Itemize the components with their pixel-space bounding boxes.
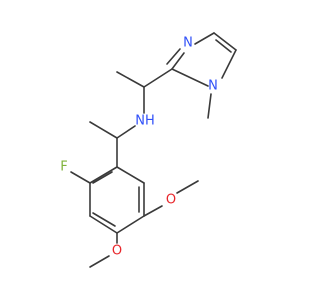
bond [116,125,136,139]
upper-oxygen-label: O [166,193,176,208]
bond [166,48,181,65]
bond [171,52,185,70]
bond [92,171,113,184]
bond [70,171,91,184]
bond [207,93,212,119]
bond [116,215,145,234]
structure-canvas: N N NH F O O [60,32,237,268]
bond [89,121,118,139]
bond [89,215,118,234]
bond [215,39,232,53]
bond [89,255,110,268]
fluorine-label: F [60,160,67,175]
bond [143,205,163,217]
bond [213,32,237,51]
bond [194,32,215,45]
molecule-structure: N N NH F O O [60,32,237,268]
bond [176,180,199,194]
bond [143,68,173,88]
lower-oxygen-label: O [112,244,122,259]
bond [116,166,145,184]
bond [116,71,145,88]
bond [92,212,116,227]
bond [221,49,237,79]
amine-nitrogen-label: NH [135,114,155,129]
bond [89,166,118,184]
bond [171,68,209,87]
methyl-nitrogen-label: N [208,79,218,94]
imine-nitrogen-label: N [183,36,193,51]
